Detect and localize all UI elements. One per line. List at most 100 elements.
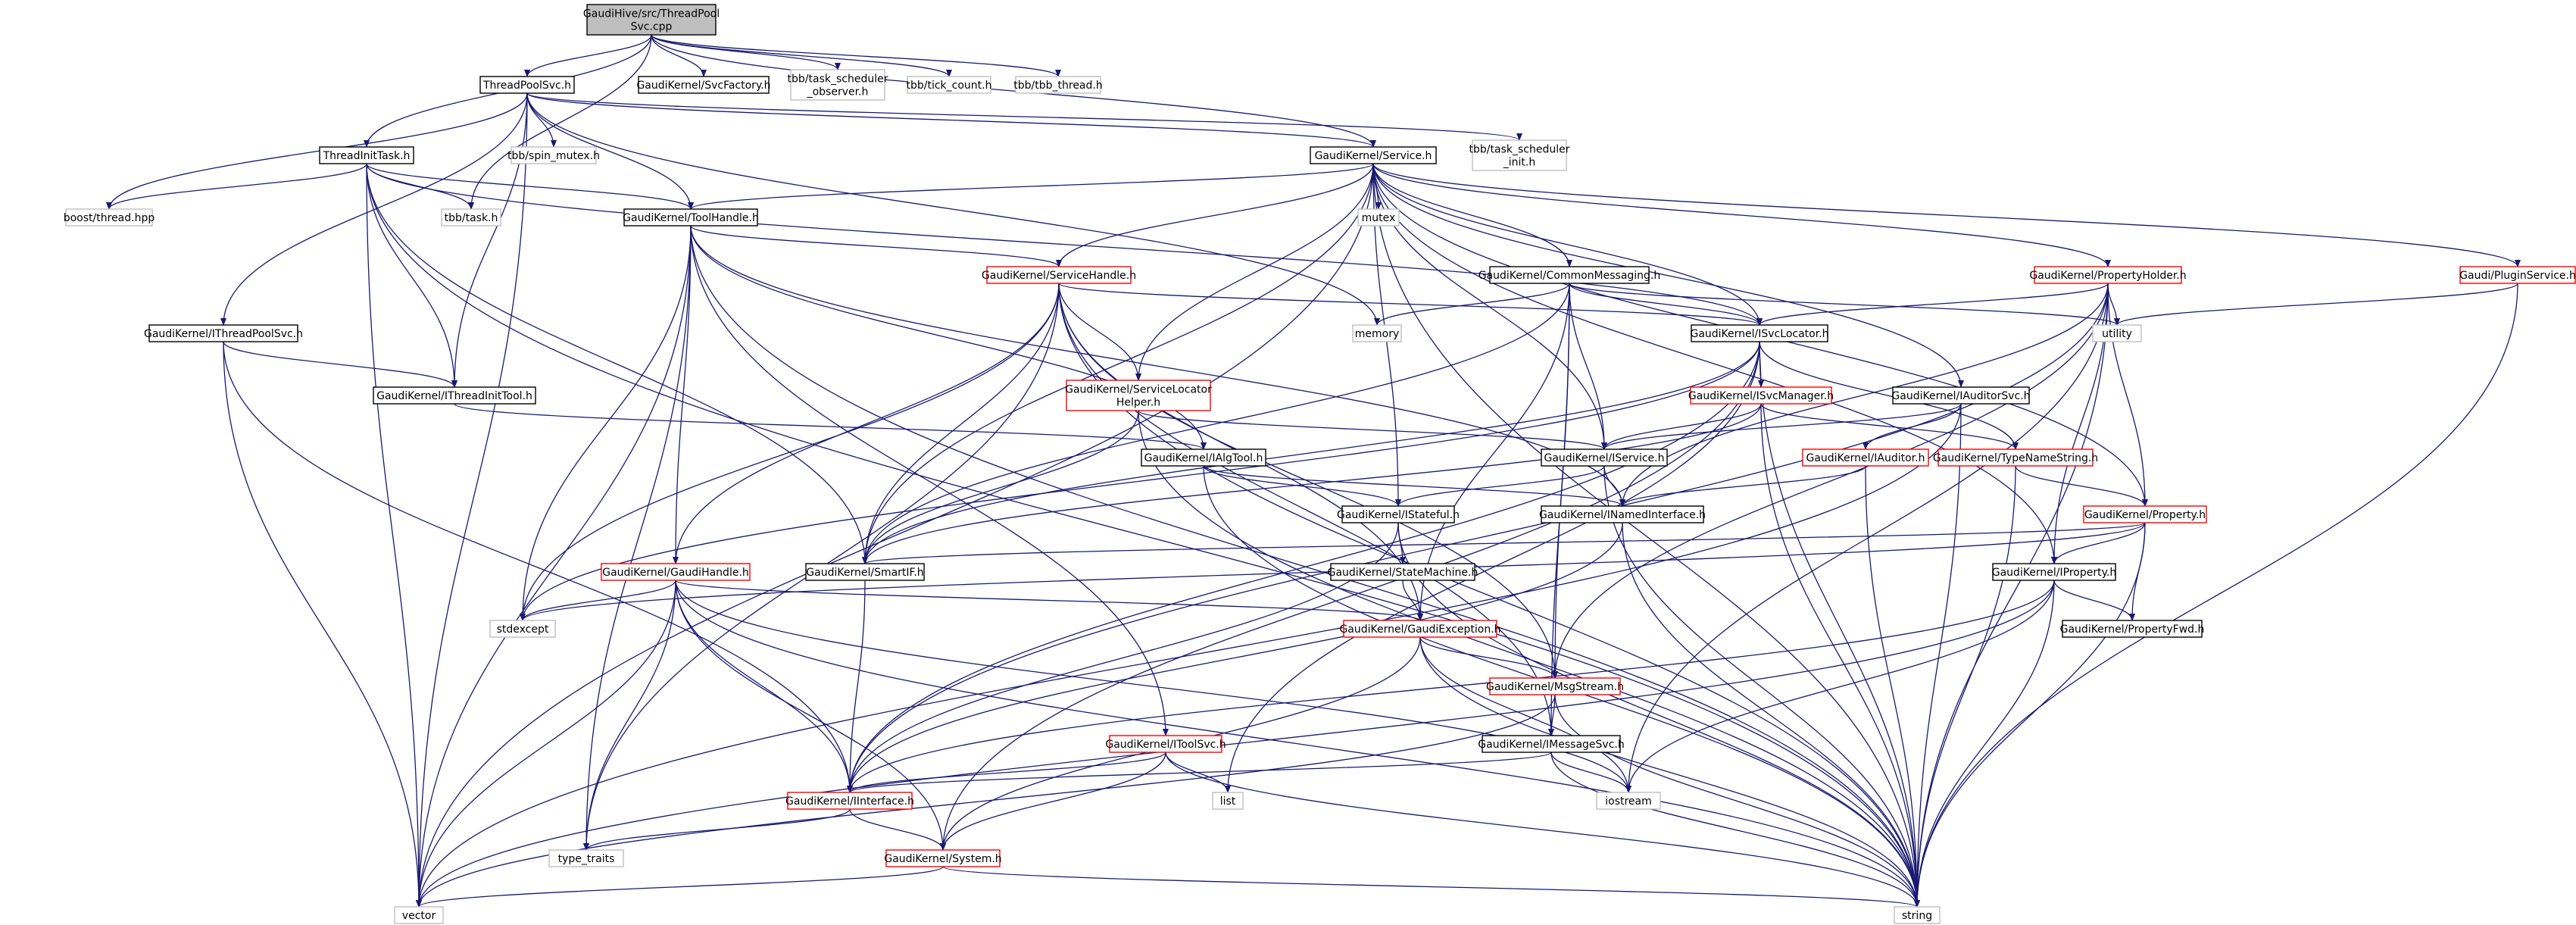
node-label-tbbobs-line1: tbb/task_scheduler — [788, 73, 888, 86]
node-gaudiexception[interactable]: GaudiKernel/GaudiException.h — [1339, 620, 1501, 638]
node-label-commonmsg: GaudiKernel/CommonMessaging.h — [1478, 270, 1661, 282]
node-property[interactable]: GaudiKernel/Property.h — [2083, 505, 2207, 523]
edge-service-to-iproperty — [1372, 163, 2057, 564]
node-svcfactory[interactable]: GaudiKernel/SvcFactory.h — [636, 76, 771, 94]
node-isvcmanager[interactable]: GaudiKernel/ISvcManager.h — [1688, 386, 1834, 405]
node-box-typenamestring — [1937, 448, 2094, 467]
node-propertyfwd[interactable]: GaudiKernel/PropertyFwd.h — [2060, 620, 2205, 638]
edge-iauditorsvc-to-vector — [416, 403, 1962, 908]
edge-propholder-to-msgstream — [1552, 283, 2109, 679]
edge-inamedinterface-to-string — [1622, 522, 1920, 908]
node-iauditor[interactable]: GaudiKernel/IAuditor.h — [1802, 448, 1929, 467]
node-iostream: iostream — [1596, 792, 1661, 810]
edge-statemachine-to-gaudiexception — [1402, 580, 1423, 621]
node-box-iauditor — [1802, 448, 1929, 467]
node-propholder[interactable]: GaudiKernel/PropertyHolder.h — [2029, 266, 2187, 284]
node-label-mutex: mutex — [1362, 212, 1396, 224]
node-box-utility — [2092, 324, 2142, 342]
node-box-gaudiexception — [1343, 620, 1497, 638]
node-box-istateful — [1341, 505, 1455, 523]
node-toolhandle[interactable]: GaudiKernel/ToolHandle.h — [623, 208, 759, 227]
node-box-commonmsg — [1489, 266, 1650, 284]
node-box-ithreadpoolsvc — [148, 324, 298, 342]
edge-toolhandle-to-gaudihandle — [673, 225, 692, 564]
node-label-ithreadinittool: GaudiKernel/IThreadInitTool.h — [376, 390, 532, 402]
node-box-service — [1310, 146, 1437, 164]
node-string: string — [1894, 906, 1941, 924]
edge-servicehandle-to-msgstream — [1058, 283, 1558, 679]
node-label-tpsvc: ThreadPoolSvc.h — [482, 80, 571, 92]
edge-root-to-svcfactory — [651, 34, 707, 77]
node-label-iinterface: GaudiKernel/IInterface.h — [785, 795, 914, 808]
node-pluginsvc[interactable]: Gaudi/PluginService.h — [2459, 266, 2576, 284]
node-tinittask[interactable]: ThreadInitTask.h — [319, 146, 414, 164]
edge-imessagesvc-to-iostream — [1550, 752, 1631, 793]
node-iproperty[interactable]: GaudiKernel/IProperty.h — [1992, 563, 2116, 581]
node-inamedinterface[interactable]: GaudiKernel/INamedInterface.h — [1539, 505, 1706, 523]
edge-property-to-iproperty — [2051, 522, 2146, 564]
node-itoolsvc[interactable]: GaudiKernel/IToolSvc.h — [1105, 735, 1226, 753]
edge-iproperty-to-iinterface — [847, 580, 2055, 793]
node-gaudihandle[interactable]: GaudiKernel/GaudiHandle.h — [601, 563, 751, 581]
edge-gaudiexception-to-msgstream — [1419, 636, 1558, 679]
node-iservice[interactable]: GaudiKernel/IService.h — [1541, 448, 1668, 467]
edge-property-to-smartif — [862, 522, 2146, 564]
node-service[interactable]: GaudiKernel/Service.h — [1310, 146, 1437, 164]
node-typenamestring[interactable]: GaudiKernel/TypeNameString.h — [1933, 448, 2098, 467]
node-label-servicehandle: GaudiKernel/ServiceHandle.h — [982, 270, 1136, 282]
node-isvclocator[interactable]: GaudiKernel/ISvcLocator.h — [1690, 324, 1829, 342]
edge-gaudiexception-to-iostream — [1419, 636, 1631, 793]
node-box-tickcount — [907, 76, 991, 94]
node-ithreadpoolsvc[interactable]: GaudiKernel/IThreadPoolSvc.h — [144, 324, 303, 342]
node-tpsvc[interactable]: ThreadPoolSvc.h — [479, 76, 575, 94]
edge-iproperty-to-propertyfwd — [2053, 580, 2135, 621]
edge-tpsvc-to-tbbinit — [526, 92, 1522, 141]
edge-service-to-commonmsg — [1372, 163, 1572, 267]
node-ialgtool[interactable]: GaudiKernel/IAlgTool.h — [1141, 448, 1266, 467]
edge-service-to-smartif — [862, 163, 1374, 564]
node-label-gaudiexception: GaudiKernel/GaudiException.h — [1339, 623, 1500, 636]
node-root[interactable]: GaudiHive/src/ThreadPoolSvc.cpp — [583, 4, 720, 36]
edge-gaudihandle-to-string — [675, 580, 1920, 908]
edge-iservice-to-string — [1603, 465, 1920, 908]
edge-tpsvc-to-ithreadpoolsvc — [220, 92, 528, 326]
edge-istateful-to-string — [1397, 522, 1920, 908]
node-iauditorsvc[interactable]: GaudiKernel/IAuditorSvc.h — [1891, 386, 2031, 405]
node-box-isvcmanager — [1690, 386, 1832, 405]
node-label-svclochelper-line2: Helper.h — [1116, 397, 1160, 409]
node-label-msgstream: GaudiKernel/MsgStream.h — [1486, 681, 1624, 693]
node-label-isvcmanager: GaudiKernel/ISvcManager.h — [1688, 390, 1834, 402]
edge-commonmsg-to-iservice — [1569, 283, 1607, 450]
node-box-propholder — [2034, 266, 2182, 284]
node-servicehandle[interactable]: GaudiKernel/ServiceHandle.h — [982, 266, 1136, 284]
edge-service-to-string — [1372, 163, 1920, 908]
node-box-tbbinit — [1472, 139, 1567, 171]
edge-isvcmanager-to-iservice — [1601, 403, 1762, 450]
node-box-ialgtool — [1141, 448, 1266, 467]
node-label-tbbtask: tbb/task.h — [445, 212, 498, 224]
node-iinterface[interactable]: GaudiKernel/IInterface.h — [785, 792, 914, 810]
node-box-gaudihandle — [601, 563, 751, 581]
node-box-itoolsvc — [1109, 735, 1222, 753]
node-statemachine[interactable]: GaudiKernel/StateMachine.h — [1328, 563, 1478, 581]
node-label-ithreadpoolsvc: GaudiKernel/IThreadPoolSvc.h — [144, 328, 303, 340]
edge-toolhandle-to-typetraits — [583, 225, 692, 851]
node-box-imessagesvc — [1482, 735, 1621, 753]
node-label-service: GaudiKernel/Service.h — [1315, 150, 1432, 162]
node-system[interactable]: GaudiKernel/System.h — [884, 849, 1002, 867]
node-ithreadinittool[interactable]: GaudiKernel/IThreadInitTool.h — [373, 386, 536, 405]
node-imessagesvc[interactable]: GaudiKernel/IMessageSvc.h — [1478, 735, 1625, 753]
node-commonmsg[interactable]: GaudiKernel/CommonMessaging.h — [1478, 266, 1661, 284]
node-smartif[interactable]: GaudiKernel/SmartIF.h — [805, 563, 925, 581]
edge-tinittask-to-ithreadinittool — [366, 163, 457, 388]
node-istateful[interactable]: GaudiKernel/IStateful.h — [1337, 505, 1460, 523]
edge-service-to-toolhandle — [688, 163, 1374, 210]
edge-service-to-vector — [416, 163, 1374, 908]
node-box-tbbobs — [790, 69, 885, 101]
node-box-msgstream — [1489, 677, 1621, 695]
edge-iproperty-to-vector — [416, 580, 2055, 908]
node-msgstream[interactable]: GaudiKernel/MsgStream.h — [1486, 677, 1624, 695]
edge-service-to-pluginsvc — [1372, 163, 2521, 267]
edge-svclochelper-to-iservice — [1138, 410, 1607, 450]
